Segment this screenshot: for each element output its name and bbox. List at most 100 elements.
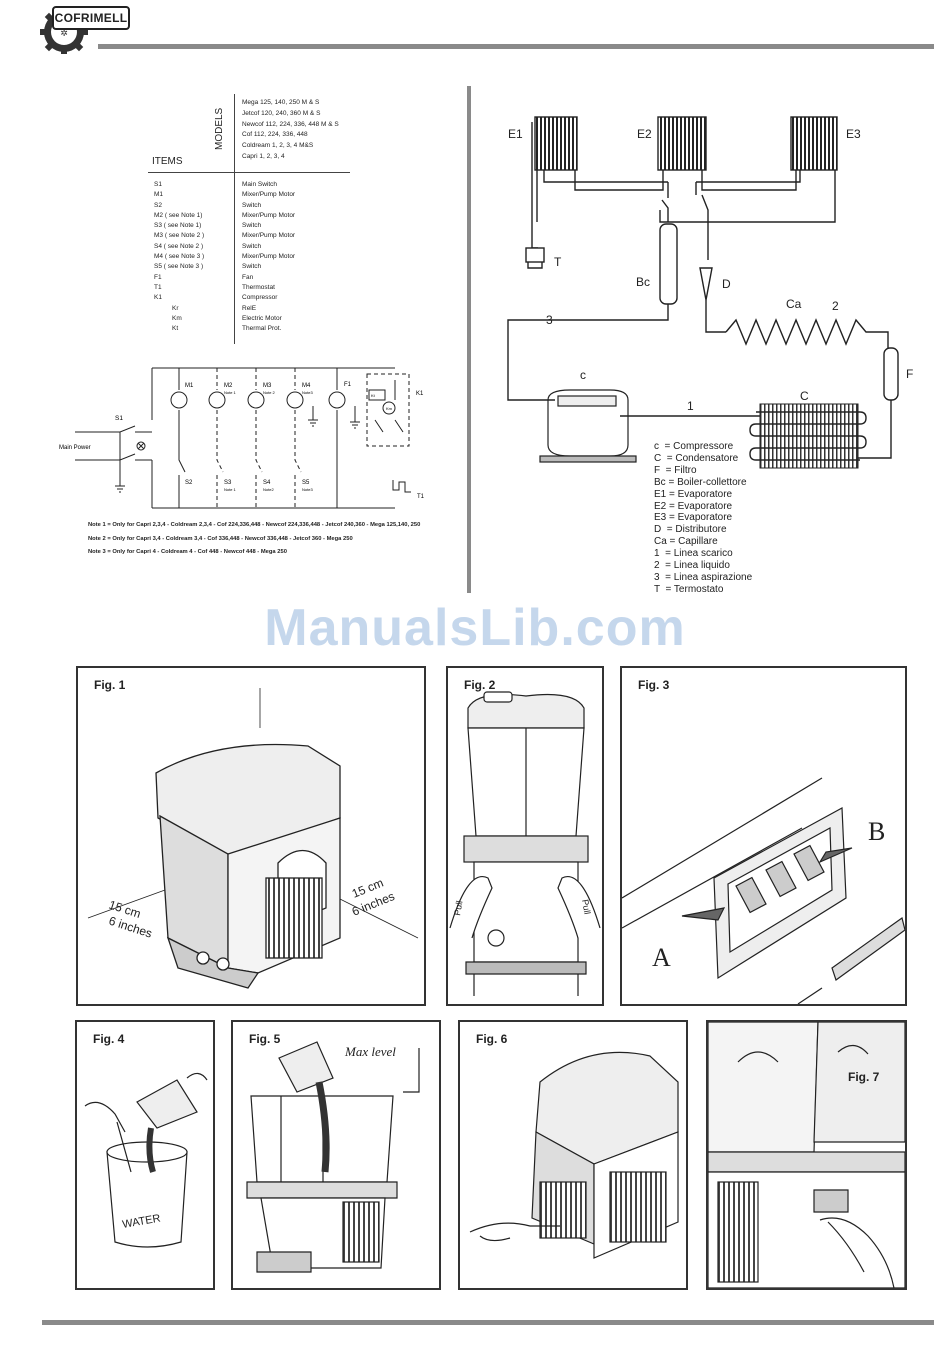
table-row: M1 Mixer/Pump Motor: [154, 190, 295, 200]
figure-5: Max level Fig. 5: [231, 1020, 441, 1290]
legend-item: F = Filtro: [654, 464, 697, 476]
row-code: M1: [154, 191, 164, 199]
motor-label: M4: [302, 383, 311, 389]
motor-note: Note 2: [263, 390, 276, 395]
legend-item: C = Condensatore: [654, 452, 739, 464]
row-code: Kr: [154, 304, 179, 312]
legend-item: Ca = Capillare: [654, 536, 718, 548]
table-row: M2 ( see Note 1)Mixer/Pump Motor: [154, 211, 295, 221]
models-list: Mega 125, 140, 250 M & S Jetcof 120, 240…: [242, 98, 339, 163]
row-code: Km: [154, 314, 182, 322]
label-e3: E3: [846, 127, 861, 141]
row-code: M4 ( see Note 3 ): [154, 253, 205, 261]
models-header: MODELS: [214, 107, 225, 150]
table-row: S4 ( see Note 2 )Switch: [154, 242, 295, 252]
row-desc: Compressor: [242, 294, 278, 302]
row-desc: Thermal Prot.: [242, 325, 282, 333]
label-c-small: c: [580, 368, 586, 382]
row-desc: Main Switch: [242, 181, 278, 188]
figure-7: Fig. 7: [706, 1020, 907, 1290]
legend-item: 3 = Linea aspirazione: [654, 571, 753, 583]
row-code: F1: [154, 273, 162, 281]
dispenser-illustration: 15 cm 6 inches 15 cm 6 inches: [87, 688, 419, 989]
note-line: Note 3 = Only for Capri 4 - Coldream 4 -…: [88, 549, 287, 555]
label-a: A: [652, 943, 671, 972]
condenser-shape: [749, 403, 867, 469]
label-f: F: [906, 367, 913, 381]
compressor-shape: [539, 389, 637, 463]
label-t: T: [554, 255, 562, 269]
model-line: Capri 1, 2, 3, 4: [242, 152, 285, 160]
label-1: 1: [687, 399, 694, 413]
row-desc: Mixer/Pump Motor: [242, 253, 296, 261]
f1-label: F1: [344, 382, 352, 388]
pull-label-left: Pull: [452, 900, 464, 917]
table-row: M4 ( see Note 3 ) Mixer/Pump Motor: [154, 252, 295, 262]
row-code: S1: [154, 181, 162, 188]
table-row: S3 ( see Note 1) Switch: [154, 221, 295, 231]
items-header: ITEMS: [152, 156, 183, 167]
model-line: Coldream 1, 2, 3, 4 M&S: [242, 142, 314, 150]
t1-label: T1: [417, 494, 425, 500]
motor-label: M1: [185, 383, 194, 389]
motor-note: Note 1: [224, 390, 237, 395]
row-code: M2 ( see Note 1): [154, 211, 203, 219]
table-row: S5 ( see Note 3 )Switch: [154, 262, 295, 272]
switch-note: Note 1: [224, 487, 237, 492]
svg-text:✲: ✲: [60, 29, 68, 39]
notes: Note 1 = Only for Capri 2,3,4 - Coldream…: [88, 519, 420, 560]
table-row: S1 Main Switch: [154, 180, 295, 190]
cleaning-illustration: [469, 1051, 679, 1259]
figure-caption: Fig. 1: [94, 678, 126, 692]
switch-note: Note3: [302, 487, 313, 492]
kt-label: Kt: [371, 393, 376, 398]
legend-item: E1 = Evaporatore: [654, 488, 733, 500]
label-e2: E2: [637, 127, 652, 141]
table-row: F1 Fan: [154, 273, 295, 283]
motor-branches: [170, 368, 411, 508]
filling-illustration: Max level: [246, 1041, 420, 1273]
figure-3: A B Fig. 3: [620, 666, 907, 1006]
wiring-diagram: S1 Main Power M1 M2 Note 1 M3 Note 2 M4 …: [59, 367, 425, 509]
figure-6: Fig. 6: [458, 1020, 688, 1290]
figure-caption: Fig. 3: [638, 678, 670, 692]
switch-label: S2: [185, 480, 193, 486]
legend-item: Bc = Boiler-collettore: [654, 476, 747, 488]
figure-caption: Fig. 4: [93, 1032, 125, 1046]
row-code: Kt: [154, 325, 179, 333]
label-c-big: C: [800, 389, 809, 403]
motor-note: Note3: [302, 390, 313, 395]
model-line: Cof 112, 224, 336, 448: [242, 131, 308, 139]
watermark: ManualsLib.com: [264, 599, 686, 657]
label-d: D: [722, 277, 731, 291]
k1-label: K1: [416, 391, 424, 397]
row-desc: Switch: [242, 222, 262, 230]
note-line: Note 2 = Only for Capri 3,4 - Coldream 3…: [88, 535, 353, 542]
table-row: Km Electric Motor: [154, 314, 295, 324]
dispenser-front-illustration: Pull Pull: [449, 691, 601, 996]
label-bc: Bc: [636, 275, 650, 289]
refrigeration-diagram: E1 E2 E3 T Bc D Ca 2 3 F c 1 C: [507, 116, 913, 469]
section-divider: [467, 86, 471, 593]
table-row: Kt Thermal Prot.: [154, 324, 295, 334]
figure-caption: Fig. 2: [464, 678, 496, 692]
row-desc: Mixer/Pump Motor: [242, 191, 296, 199]
legend-item: D = Distributore: [654, 524, 727, 536]
legend-item: c = Compressore: [654, 441, 734, 452]
s1-label: S1: [115, 415, 123, 422]
label-b: B: [868, 817, 885, 846]
row-code: S2: [154, 201, 162, 209]
row-code: S5 ( see Note 3 ): [154, 263, 204, 271]
row-desc: Mixer/Pump Motor: [242, 232, 296, 240]
mixing-illustration: WATER: [84, 1072, 208, 1248]
row-code: S3 ( see Note 1): [154, 222, 202, 230]
items-table: MODELS ITEMS Mega 125, 140, 250 M & S Je…: [148, 94, 358, 344]
legend-item: E2 = Evaporatore: [654, 500, 733, 512]
legend-item: 2 = Linea liquido: [654, 560, 730, 572]
legend-item: T = Termostato: [654, 583, 724, 595]
row-desc: Electric Motor: [242, 314, 282, 322]
row-desc: Fan: [242, 273, 254, 281]
